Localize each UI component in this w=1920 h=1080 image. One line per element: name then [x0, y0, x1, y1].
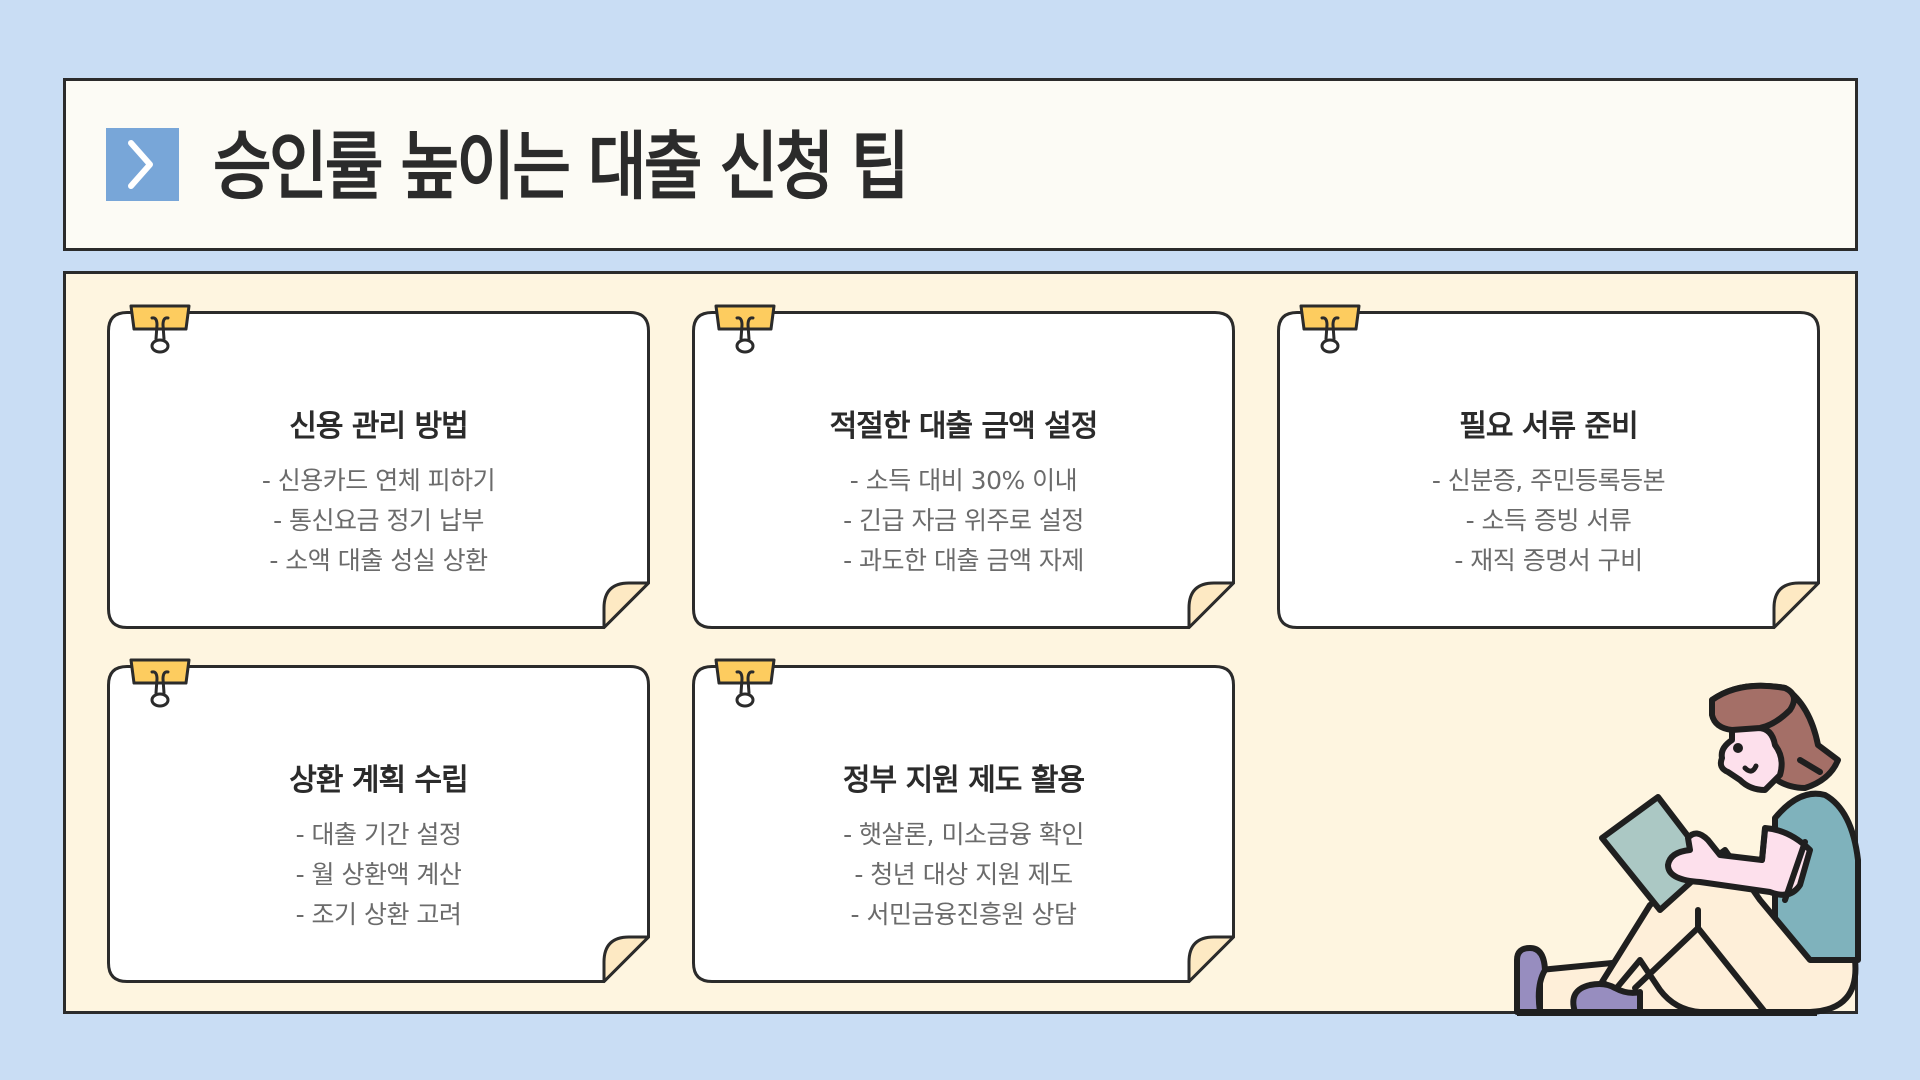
card-title: 필요 서류 준비 [1459, 409, 1639, 444]
card-item: - 소액 대출 성실 상환 [269, 546, 488, 575]
card-title: 상환 계획 수립 [289, 763, 469, 798]
note-card-frame [107, 665, 650, 983]
binder-clip-icon [714, 658, 776, 708]
chevron-right-icon [106, 128, 179, 201]
card-item: - 통신요금 정기 납부 [273, 506, 484, 535]
card-item: - 조기 상환 고려 [295, 900, 462, 929]
tip-card-documents: 필요 서류 준비 - 신분증, 주민등록등본 - 소득 증빙 서류 - 재직 증… [1277, 304, 1820, 629]
card-item: - 서민금융진흥원 상담 [850, 900, 1077, 929]
binder-clip-icon [129, 658, 191, 708]
folded-corner-icon [602, 935, 650, 983]
note-card-frame [1277, 311, 1820, 629]
card-item: - 과도한 대출 금액 자제 [843, 546, 1084, 575]
card-item: - 햇살론, 미소금융 확인 [843, 820, 1084, 849]
card-title: 신용 관리 방법 [289, 409, 469, 444]
card-item: - 긴급 자금 위주로 설정 [843, 506, 1084, 535]
tip-card-loan-amount: 적절한 대출 금액 설정 - 소득 대비 30% 이내 - 긴급 자금 위주로 … [692, 304, 1235, 629]
card-item: - 월 상환액 계산 [295, 860, 462, 889]
card-item: - 청년 대상 지원 제도 [854, 860, 1073, 889]
card-item: - 재직 증명서 구비 [1454, 546, 1643, 575]
card-item-list: - 신용카드 연체 피하기 - 통신요금 정기 납부 - 소액 대출 성실 상환 [107, 461, 650, 581]
page-title: 승인률 높이는 대출 신청 팁 [213, 124, 910, 210]
card-item-list: - 햇살론, 미소금융 확인 - 청년 대상 지원 제도 - 서민금융진흥원 상… [692, 815, 1235, 935]
card-title: 정부 지원 제도 활용 [842, 763, 1085, 798]
folded-corner-icon [1187, 581, 1235, 629]
card-item: - 신분증, 주민등록등본 [1431, 466, 1666, 495]
tip-card-repayment-plan: 상환 계획 수립 - 대출 기간 설정 - 월 상환액 계산 - 조기 상환 고… [107, 658, 650, 983]
woman-reading-illustration [1514, 682, 1861, 1016]
card-item-list: - 대출 기간 설정 - 월 상환액 계산 - 조기 상환 고려 [107, 815, 650, 935]
card-item: - 대출 기간 설정 [295, 820, 462, 849]
card-item-list: - 신분증, 주민등록등본 - 소득 증빙 서류 - 재직 증명서 구비 [1277, 461, 1820, 581]
note-card-frame [692, 665, 1235, 983]
card-title: 적절한 대출 금액 설정 [829, 409, 1099, 444]
folded-corner-icon [602, 581, 650, 629]
binder-clip-icon [1299, 304, 1361, 354]
binder-clip-icon [129, 304, 191, 354]
card-item-list: - 소득 대비 30% 이내 - 긴급 자금 위주로 설정 - 과도한 대출 금… [692, 461, 1235, 581]
card-item: - 신용카드 연체 피하기 [261, 466, 496, 495]
card-item: - 소득 증빙 서류 [1465, 506, 1632, 535]
tip-card-credit-management: 신용 관리 방법 - 신용카드 연체 피하기 - 통신요금 정기 납부 - 소액… [107, 304, 650, 629]
tip-card-government-support: 정부 지원 제도 활용 - 햇살론, 미소금융 확인 - 청년 대상 지원 제도… [692, 658, 1235, 983]
card-item: - 소득 대비 30% 이내 [849, 466, 1078, 495]
title-header: 승인률 높이는 대출 신청 팁 [63, 78, 1858, 251]
folded-corner-icon [1187, 935, 1235, 983]
folded-corner-icon [1772, 581, 1820, 629]
note-card-frame [692, 311, 1235, 629]
binder-clip-icon [714, 304, 776, 354]
note-card-frame [107, 311, 650, 629]
